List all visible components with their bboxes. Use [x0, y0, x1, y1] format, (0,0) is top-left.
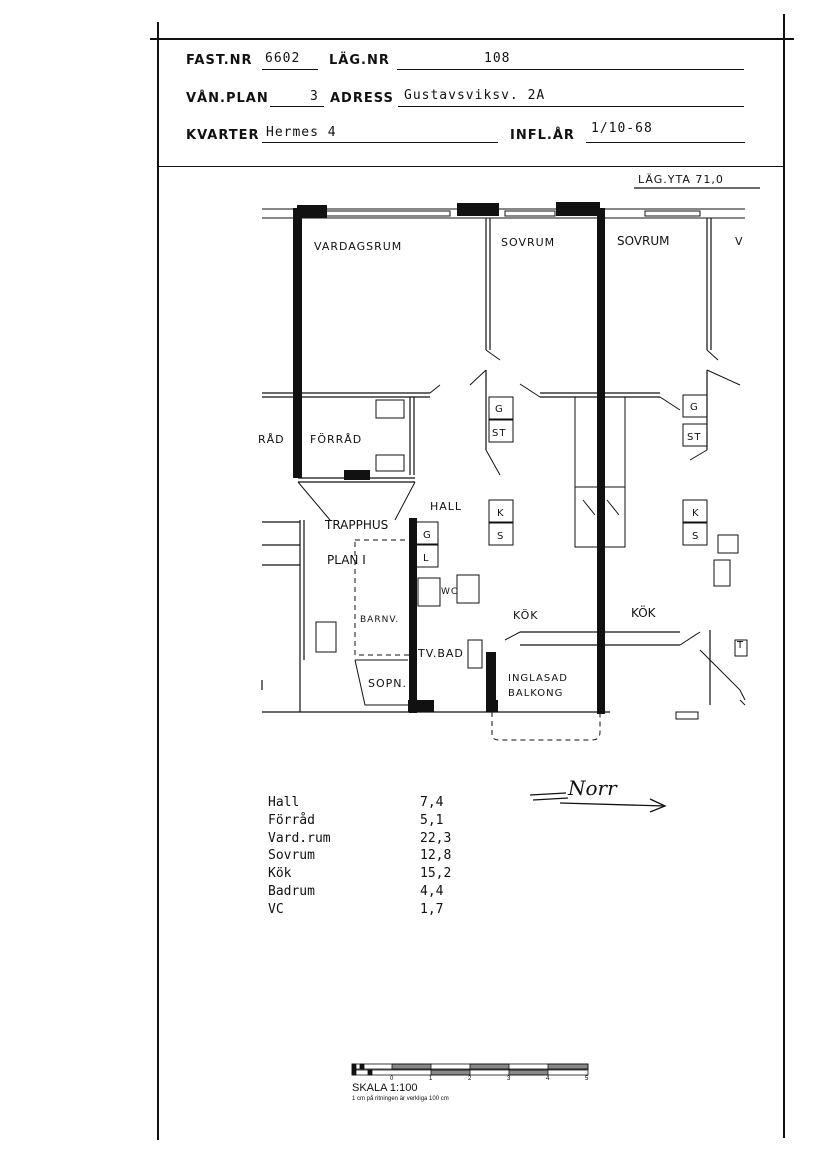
room-trapphus: TRAPPHUS	[324, 518, 388, 532]
van-plan-value: 3	[310, 89, 319, 104]
room-sovrum-1: SOVRUM	[501, 236, 555, 249]
fixture-s-2: S	[692, 531, 699, 542]
area-value: 1,7	[420, 901, 444, 917]
area-value: 7,4	[420, 795, 444, 810]
area-value: 22,3	[420, 830, 452, 846]
room-v-partial: V	[735, 235, 744, 248]
compass-arrow	[529, 792, 667, 813]
area-name: Vard.rum	[268, 830, 331, 846]
room-kok-2: KÖK	[631, 604, 657, 620]
fixture-st-1: ST	[492, 428, 506, 439]
adress-underline	[398, 106, 744, 107]
door-swings	[297, 349, 741, 646]
scale-tick-5: 5	[585, 1076, 589, 1082]
infl-ar-underline	[586, 142, 745, 143]
fixture-g-3: G	[423, 530, 432, 541]
fast-nr-label: FAST.NR	[186, 53, 253, 68]
compass-label: Norr	[568, 776, 617, 800]
room-kok-1: KÖK	[513, 609, 538, 622]
room-rad-partial: RÅD	[258, 433, 285, 446]
area-value: 12,8	[420, 848, 452, 864]
scale-tick-2: 2	[468, 1076, 472, 1082]
scale-tick-3: 3	[507, 1076, 511, 1082]
kvarter-value: Hermes 4	[266, 125, 337, 140]
frame-right	[783, 14, 785, 1138]
room-sovrum-2: SOVRUM	[617, 234, 670, 248]
scale-bar	[351, 1063, 589, 1076]
room-plan-i: PLAN I	[327, 553, 366, 567]
room-vardagsrum: VARDAGSRUM	[314, 240, 402, 253]
dashed-outlines	[354, 539, 601, 741]
lag-nr-value: 108	[484, 51, 511, 66]
infl-ar-value: 1/10-68	[591, 121, 653, 136]
area-value: 5,1	[420, 812, 444, 828]
fixture-s-1: S	[497, 531, 504, 542]
area-name: Hall	[268, 795, 300, 810]
lag-yta-label: LÄG.YTA 71,0	[638, 173, 724, 186]
room-forrad: FÖRRÅD	[310, 433, 362, 446]
infl-ar-label: INFL.ÅR	[510, 128, 575, 143]
frame-top	[150, 38, 794, 40]
area-name: Badrum	[268, 883, 315, 899]
fixture-g-2: G	[690, 402, 699, 413]
scale-tick-1: 1	[429, 1076, 433, 1082]
area-value: 4,4	[420, 883, 444, 899]
fixture-k-2: K	[692, 508, 700, 519]
interior-walls	[261, 218, 712, 713]
area-name: VC	[268, 901, 284, 917]
van-plan-label: VÅN.PLAN	[186, 91, 269, 106]
stair-lines	[354, 649, 746, 706]
scale-tick-4: 4	[546, 1076, 550, 1082]
fixture-boxes	[315, 394, 748, 720]
scale-note: 1 cm på ritningen är verkliga 100 cm	[352, 1096, 449, 1102]
frame-header-bottom	[157, 166, 785, 167]
scale-title: SKALA 1:100	[352, 1082, 418, 1094]
fixture-l-3: L	[423, 553, 430, 564]
fixture-k-1: K	[497, 508, 505, 519]
room-hall: HALL	[430, 500, 462, 513]
fixture-g-1: G	[495, 404, 504, 415]
kvarter-label: KVARTER	[186, 128, 260, 143]
heavy-walls	[293, 202, 605, 714]
fast-nr-value: 6602	[265, 51, 301, 66]
room-barnv: BARNV.	[360, 615, 399, 625]
van-plan-underline	[270, 106, 324, 107]
scale-tick-0: 0	[390, 1076, 394, 1082]
fixture-t: T	[736, 640, 744, 651]
adress-value: Gustavsviksv. 2A	[404, 88, 546, 103]
area-name: Förråd	[268, 812, 315, 828]
room-inglasad: INGLASAD	[508, 673, 568, 684]
lag-nr-underline	[397, 69, 744, 70]
room-wc: WC	[441, 587, 458, 597]
area-value: 15,2	[420, 866, 452, 882]
lag-nr-label: LÄG.NR	[329, 53, 390, 68]
top-facade	[262, 208, 745, 219]
area-name: Kök	[268, 866, 292, 882]
area-name: Sovrum	[268, 848, 315, 864]
fixture-st-2: ST	[687, 432, 701, 443]
frame-left	[157, 22, 159, 1140]
adress-label: ADRESS	[330, 91, 394, 106]
room-tv-bad: TV.BAD	[417, 647, 464, 660]
kvarter-underline	[262, 142, 498, 143]
room-balkong: BALKONG	[508, 688, 563, 699]
room-sopn: SOPN.	[368, 677, 407, 690]
fast-nr-underline	[262, 69, 318, 70]
